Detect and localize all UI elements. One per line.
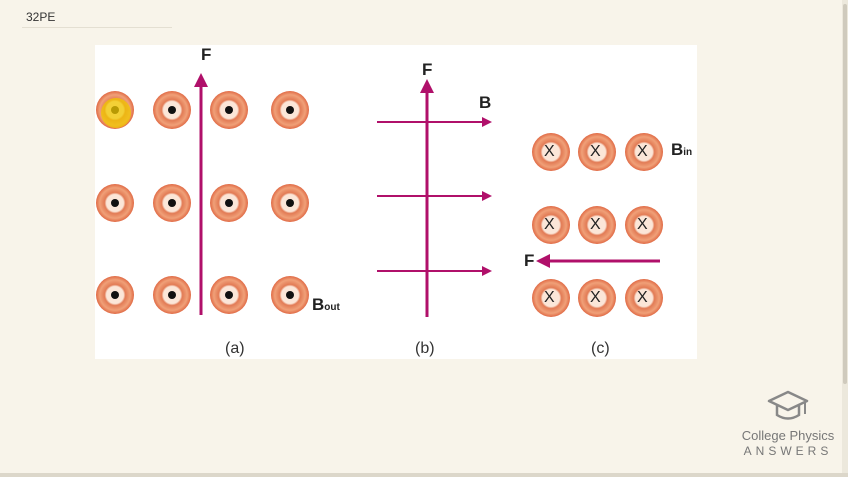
cross-symbol: X (637, 216, 648, 233)
cross-symbol: X (544, 216, 555, 233)
cross-symbol: X (544, 143, 555, 160)
vertical-scrollbar[interactable] (842, 0, 848, 477)
field-out-dot (210, 91, 248, 129)
panel-b-force-label: F (422, 60, 433, 79)
panel-b-field-label: B (479, 93, 492, 112)
bin-subscript: in (683, 147, 693, 158)
caption-b: (b) (415, 340, 435, 357)
field-out-dot (153, 91, 191, 129)
college-physics-answers-logo: College Physics ANSWERS (740, 390, 836, 465)
cursor-highlight (101, 98, 131, 128)
panel-c-force-label: F (524, 251, 535, 270)
logo-line1: College Physics (741, 428, 835, 443)
scrollbar-thumb[interactable] (843, 4, 847, 384)
cross-symbol: X (637, 143, 648, 160)
field-out-dot (210, 276, 248, 314)
bout-subscript: out (324, 302, 340, 313)
panel-c-field-crosses (532, 133, 663, 317)
field-out-dot (210, 184, 248, 222)
logo-line2: ANSWERS (743, 444, 833, 458)
caption-a: (a) (225, 340, 245, 357)
panel-a-field-dots (96, 91, 309, 314)
bottom-progress-bar (0, 473, 848, 477)
cross-symbol: X (590, 143, 601, 160)
caption-c: (c) (591, 340, 610, 357)
field-out-dot (271, 91, 309, 129)
graduation-cap-icon (767, 390, 809, 420)
bin-main: B (671, 140, 684, 159)
panel-c-bin-label: Bin (671, 140, 692, 160)
field-out-dot (153, 276, 191, 314)
figure-drawing (96, 73, 663, 317)
cross-symbol: X (637, 289, 648, 306)
physics-figure: X X X X X X X X X F Bout F B Bin F (a) (… (95, 45, 697, 359)
cross-symbol: X (544, 289, 555, 306)
panel-a-bout-label: Bout (312, 295, 340, 315)
field-out-dot (153, 184, 191, 222)
cross-symbol: X (590, 216, 601, 233)
field-out-dot (271, 184, 309, 222)
cross-symbol: X (590, 289, 601, 306)
field-out-dot (96, 276, 134, 314)
slide-label: 32PE (26, 10, 56, 24)
bout-main: B (312, 295, 325, 314)
field-out-dot (271, 276, 309, 314)
field-out-dot (96, 184, 134, 222)
panel-a-force-label: F (201, 45, 212, 64)
label-underline (22, 27, 172, 28)
